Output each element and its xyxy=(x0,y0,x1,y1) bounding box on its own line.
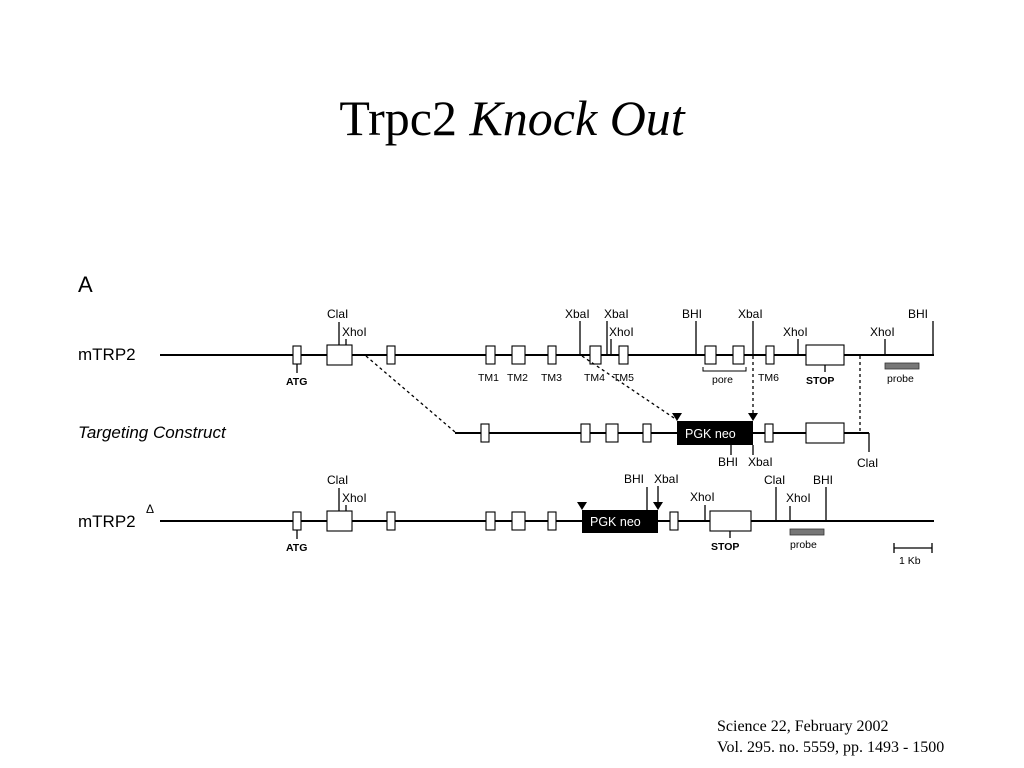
loxp-marker xyxy=(672,413,682,421)
tm1-label: TM1 xyxy=(478,372,499,384)
exon-stop xyxy=(805,344,845,366)
site-label-xhoi: XhoI xyxy=(783,325,808,339)
recombination-line xyxy=(581,355,678,421)
site-label-xbai: XbaI xyxy=(565,307,590,321)
row-label-construct: Targeting Construct xyxy=(78,423,227,442)
exon xyxy=(547,511,557,531)
site-label-clai: ClaI xyxy=(764,473,785,487)
site-label-bhi: BHI xyxy=(718,455,738,469)
pore-label: pore xyxy=(712,374,733,386)
citation-line-2: Vol. 295. no. 5559, pp. 1493 - 1500 xyxy=(717,739,945,756)
site-label-bhi: BHI xyxy=(682,307,702,321)
exon-tm2 xyxy=(511,345,526,365)
exon xyxy=(580,423,591,443)
site-label-clai: ClaI xyxy=(327,307,348,321)
site-label-clai: ClaI xyxy=(857,456,878,470)
site-label-xhoi: XhoI xyxy=(870,325,895,339)
site-label-bhi: BHI xyxy=(813,473,833,487)
row-label-wildtype: mTRP2 xyxy=(78,345,136,364)
exon-atg xyxy=(292,345,302,365)
exon-tm3 xyxy=(547,345,557,365)
slide-title: Trpc2 Knock Out xyxy=(0,86,1024,150)
exon xyxy=(511,511,526,531)
scale-label: 1 Kb xyxy=(899,555,921,567)
exon xyxy=(326,344,353,366)
site-label-clai: ClaI xyxy=(327,473,348,487)
pgk-neo-label: PGK neo xyxy=(590,515,641,529)
citation: Science 22, February 2002 Vol. 295. no. … xyxy=(717,716,944,758)
loxp-marker xyxy=(577,502,587,510)
site-label-xhoi: XhoI xyxy=(786,491,811,505)
homology-line-left xyxy=(365,355,456,433)
xbai-arrow xyxy=(653,502,663,510)
exon xyxy=(605,423,619,443)
exon xyxy=(386,511,396,531)
pgk-neo-cassette xyxy=(582,510,658,533)
site-label-xhoi: XhoI xyxy=(690,490,715,504)
exon-tm1 xyxy=(485,345,496,365)
stop-label: STOP xyxy=(711,541,739,553)
exon-pore-1 xyxy=(704,345,717,365)
probe-label: probe xyxy=(887,373,914,385)
exon xyxy=(642,423,652,443)
row-label-mutant: mTRP2 xyxy=(78,512,136,531)
site-label-xbai: XbaI xyxy=(654,472,679,486)
site-label-xhoi: XhoI xyxy=(342,491,367,505)
exon xyxy=(764,423,774,443)
site-label-bhi: BHI xyxy=(908,307,928,321)
site-label-bhi: BHI xyxy=(624,472,644,486)
atg-label: ATG xyxy=(286,542,307,554)
tm2-label: TM2 xyxy=(507,372,528,384)
probe-bar xyxy=(789,528,825,536)
pgk-neo-label: PGK neo xyxy=(685,427,736,441)
site-label-xhoi: XhoI xyxy=(609,325,634,339)
tm3-label: TM3 xyxy=(541,372,562,384)
loxp-marker xyxy=(748,413,758,421)
exon-pore-2 xyxy=(732,345,745,365)
exon xyxy=(480,423,490,443)
pore-bracket xyxy=(702,367,747,372)
tm4-label: TM4 xyxy=(584,372,605,384)
probe-label: probe xyxy=(790,539,817,551)
stop-label: STOP xyxy=(806,375,834,387)
tm6-label: TM6 xyxy=(758,372,779,384)
site-label-xbai: XbaI xyxy=(604,307,629,321)
title-knockout: Knock Out xyxy=(469,90,685,146)
exon xyxy=(669,511,679,531)
site-label-xbai: XbaI xyxy=(748,455,773,469)
row-label-mutant-delta: Δ xyxy=(146,502,154,516)
site-label-xbai: XbaI xyxy=(738,307,763,321)
exon-stop xyxy=(805,422,845,444)
exon-tm5 xyxy=(618,345,629,365)
exon xyxy=(485,511,496,531)
probe-bar xyxy=(884,362,920,370)
citation-line-1: Science 22, February 2002 xyxy=(717,718,889,735)
exon-tm6 xyxy=(765,345,775,365)
gene-targeting-diagram: A mTRP2 ClaI XhoI XbaI XbaI XhoI BHI Xba… xyxy=(78,272,934,567)
title-gene: Trpc2 xyxy=(339,90,457,146)
exon-stop xyxy=(709,510,752,532)
exon xyxy=(326,510,353,532)
atg-label: ATG xyxy=(286,376,307,388)
tm5-label: TM5 xyxy=(613,372,634,384)
exon-tm4 xyxy=(589,345,602,365)
pgk-neo-cassette xyxy=(677,421,753,445)
exon xyxy=(386,345,396,365)
exon-atg xyxy=(292,511,302,531)
panel-label: A xyxy=(78,272,93,297)
site-label-xhoi: XhoI xyxy=(342,325,367,339)
